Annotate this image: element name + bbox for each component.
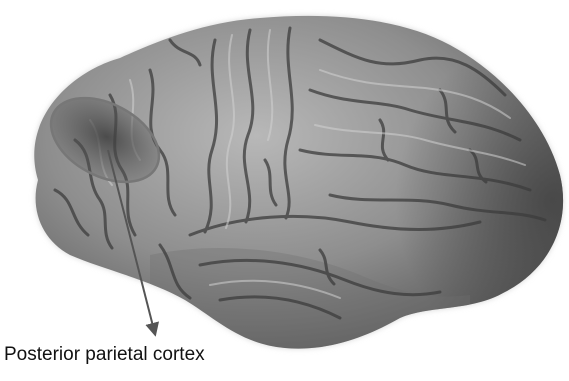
brain-image [34,16,569,360]
region-label: Posterior parietal cortex [4,341,304,369]
